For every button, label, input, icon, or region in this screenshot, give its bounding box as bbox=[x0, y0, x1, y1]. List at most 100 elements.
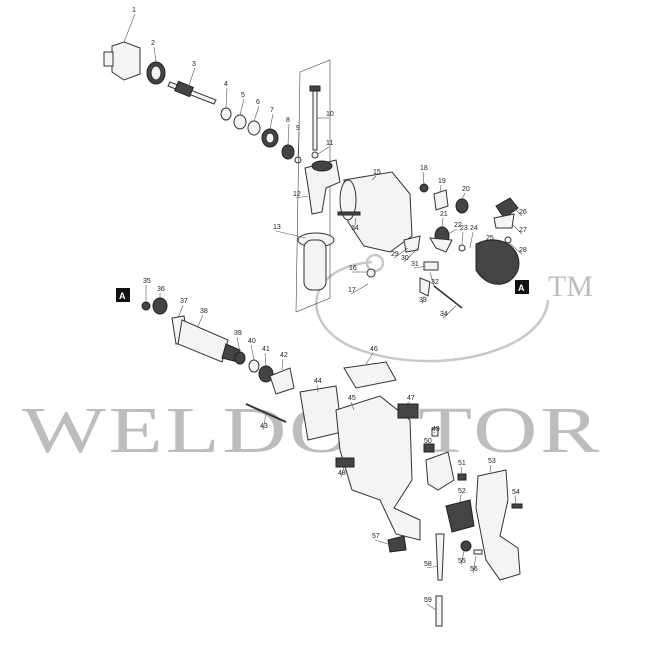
compression-spring bbox=[504, 236, 512, 244]
leader-line bbox=[511, 223, 523, 235]
part-number-label: 2 bbox=[151, 40, 155, 47]
switch-cover bbox=[343, 361, 397, 389]
baffle-plate bbox=[269, 367, 295, 395]
callout-24: 24 bbox=[469, 225, 478, 249]
callout-59: 59 bbox=[424, 597, 437, 611]
part-number-label: 18 bbox=[420, 165, 428, 172]
handle-bolt-head bbox=[309, 85, 321, 92]
part-number-label: 41 bbox=[262, 346, 270, 353]
leader-line bbox=[371, 175, 377, 181]
svg-text:A: A bbox=[119, 291, 126, 301]
part-number-label: 40 bbox=[248, 338, 256, 345]
part-number-label: 16 bbox=[349, 265, 357, 272]
leader-line bbox=[295, 195, 309, 199]
part-number-label: 17 bbox=[348, 287, 356, 294]
cord-guard bbox=[460, 540, 472, 552]
chuck-jaws bbox=[103, 51, 114, 67]
reference-mark-a-right: A bbox=[515, 280, 529, 294]
part-number-label: 39 bbox=[234, 330, 242, 337]
callout-10: 10 bbox=[317, 111, 334, 119]
leader-line bbox=[269, 113, 274, 130]
part-number-label: 46 bbox=[370, 346, 378, 353]
callout-14: 14 bbox=[351, 217, 359, 233]
part-number-label: 14 bbox=[351, 225, 359, 232]
leader-line bbox=[197, 314, 204, 327]
leader-line bbox=[350, 283, 369, 295]
callout-19: 19 bbox=[438, 178, 446, 193]
handle-bolt bbox=[312, 87, 318, 151]
callout-55: 55 bbox=[458, 550, 466, 566]
tapping-screw bbox=[245, 403, 287, 423]
ball-bearing-inner bbox=[265, 132, 275, 144]
handle-group-frame bbox=[295, 59, 331, 313]
gear-housing-assembly bbox=[337, 171, 520, 309]
small-ring bbox=[294, 156, 302, 164]
ball-bearing-c bbox=[248, 359, 260, 373]
callout-36: 36 bbox=[157, 286, 165, 298]
callout-46: 46 bbox=[365, 346, 378, 365]
svg-text:A: A bbox=[518, 283, 525, 293]
leader-line bbox=[403, 247, 419, 263]
callout-49: 49 bbox=[432, 426, 440, 434]
cord bbox=[435, 533, 445, 581]
leader-line bbox=[433, 431, 436, 434]
washer bbox=[220, 107, 232, 121]
callout-11: 11 bbox=[317, 140, 333, 155]
gear-hub bbox=[281, 144, 295, 160]
leader-line bbox=[340, 466, 345, 478]
capacitor bbox=[457, 473, 467, 481]
part-number-label: 35 bbox=[143, 278, 151, 285]
callout-30: 30 bbox=[401, 247, 419, 263]
steel-ball bbox=[458, 244, 466, 252]
name-plate bbox=[397, 403, 419, 419]
part-number-label: 55 bbox=[458, 558, 466, 565]
leader-line bbox=[511, 205, 523, 217]
part-number-label: 29 bbox=[391, 251, 399, 258]
leader-line bbox=[422, 171, 425, 185]
part-number-label: 10 bbox=[326, 111, 334, 118]
leader-line bbox=[317, 146, 330, 155]
handle-grip bbox=[303, 239, 327, 291]
callout-32: 32 bbox=[429, 271, 439, 287]
callout-2: 2 bbox=[151, 40, 157, 63]
callout-58: 58 bbox=[424, 561, 439, 569]
change-lever bbox=[429, 237, 453, 253]
part-number-label: 15 bbox=[373, 169, 381, 176]
leader-line bbox=[461, 192, 466, 200]
leader-line bbox=[353, 217, 357, 233]
part-number-label: 48 bbox=[338, 470, 346, 477]
callout-42: 42 bbox=[280, 352, 288, 371]
part-number-label: 9 bbox=[296, 125, 300, 132]
leader-line bbox=[374, 539, 389, 545]
callout-47: 47 bbox=[405, 395, 415, 405]
brush-holder-screw bbox=[431, 427, 439, 437]
spring bbox=[419, 277, 431, 297]
leader-line bbox=[426, 565, 439, 569]
leader-line bbox=[472, 555, 477, 574]
leader-line bbox=[460, 466, 463, 475]
housing-pin bbox=[337, 211, 361, 216]
cord-clip bbox=[387, 535, 407, 553]
callout-3: 3 bbox=[187, 61, 196, 89]
chuck-ring-inner bbox=[150, 65, 162, 81]
part-number-label: 31 bbox=[411, 261, 419, 268]
spindle-gear bbox=[174, 80, 194, 98]
callout-20: 20 bbox=[461, 186, 470, 200]
rod bbox=[433, 285, 463, 309]
part-number-label: 8 bbox=[286, 117, 290, 124]
side-handle-assembly bbox=[295, 59, 341, 313]
leader-line bbox=[253, 105, 260, 122]
part-number-label: 1 bbox=[132, 7, 136, 14]
part-number-label: 45 bbox=[348, 395, 356, 402]
callout-48: 48 bbox=[338, 466, 346, 478]
handle-nut bbox=[311, 151, 319, 159]
part-number-label: 36 bbox=[157, 286, 165, 293]
callout-54: 54 bbox=[512, 489, 520, 505]
part-number-label: 53 bbox=[488, 458, 496, 465]
field bbox=[299, 385, 343, 441]
leader-line bbox=[177, 304, 184, 319]
leader-line bbox=[236, 336, 241, 353]
retaining-ring bbox=[233, 114, 247, 130]
chuck-assembly bbox=[103, 41, 302, 164]
